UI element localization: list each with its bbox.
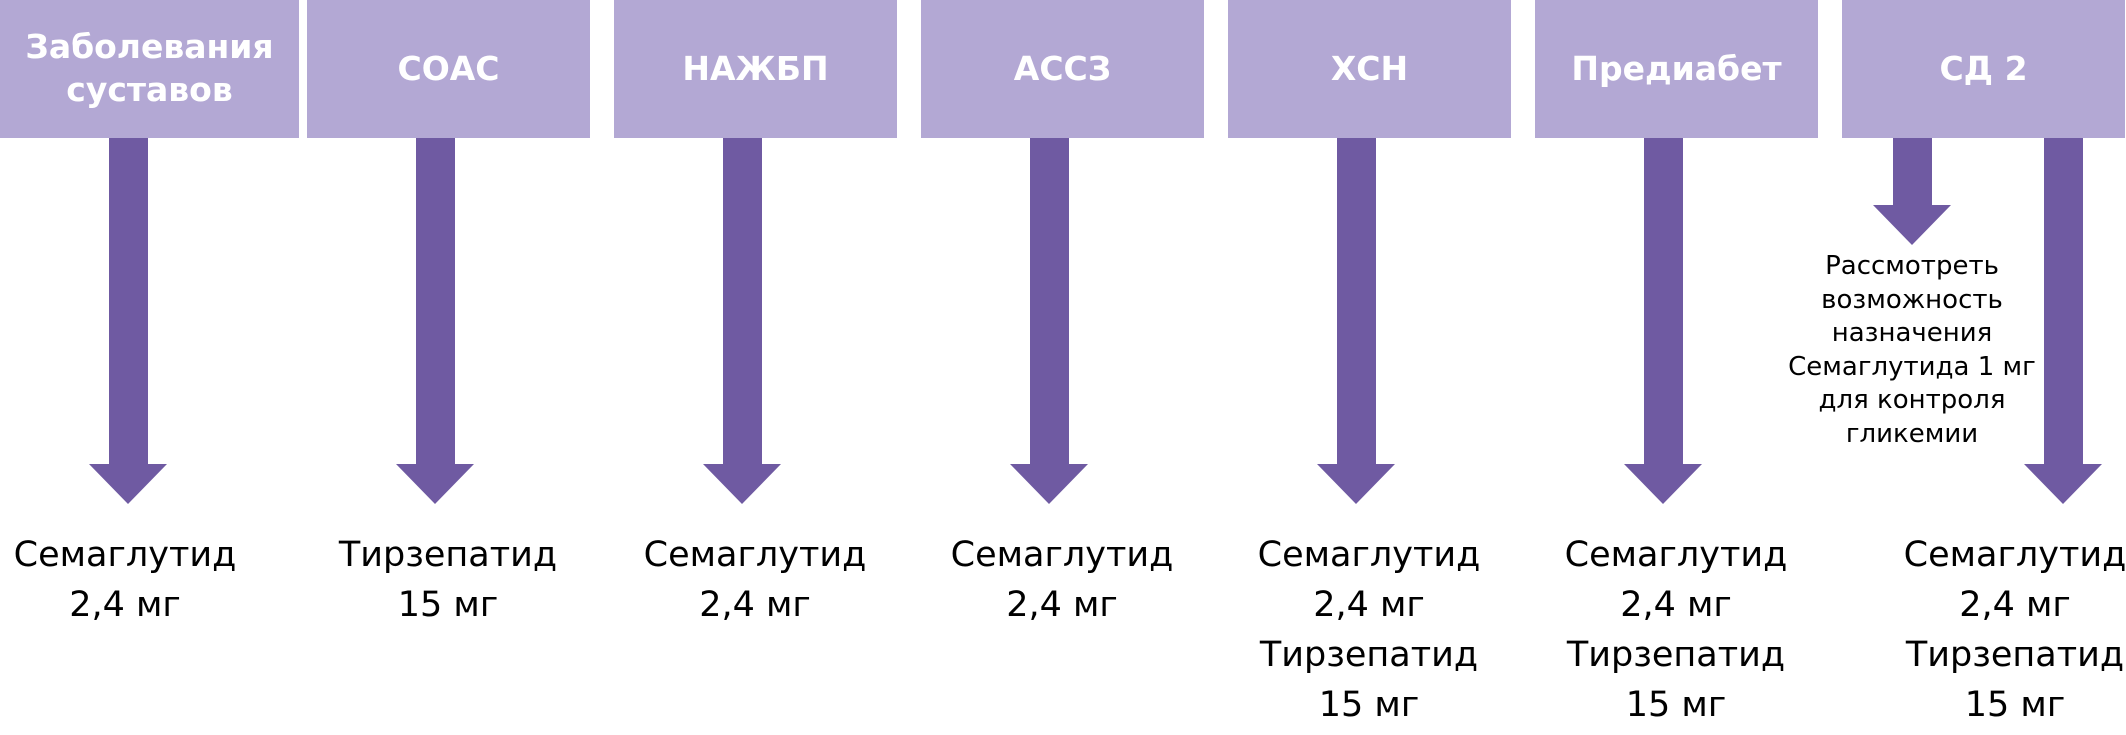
arrow-down-shaft — [415, 138, 455, 465]
note-text-line: для контроля — [1818, 385, 2006, 415]
result-text-line: Семаглутид — [1257, 535, 1481, 575]
note-text-line: назначения — [1831, 318, 1993, 348]
result-text-line: 2,4 мг — [1620, 585, 1732, 625]
short-arrow-head — [1873, 205, 1951, 245]
result-text-line: Семаглутид — [950, 535, 1174, 575]
result-text-line: Семаглутид — [13, 535, 237, 575]
note-text-line: гликемии — [1845, 418, 1979, 449]
result-text: Семаглутид 2,4 мг — [0, 530, 275, 630]
long-arrow-head — [2024, 464, 2102, 504]
result-text-line: 2,4 мг — [1006, 585, 1118, 625]
header-box: СОАС — [307, 0, 590, 138]
arrow-down-shaft — [1336, 138, 1376, 465]
header-box: СД 2 — [1842, 0, 2125, 138]
arrow-down-shaft — [1643, 138, 1683, 465]
arrow-down-head — [1010, 464, 1088, 504]
result-text-line: 15 мг — [1625, 685, 1727, 725]
arrow-down-head — [703, 464, 781, 504]
result-text-line: Тирзепатид — [1905, 635, 2125, 675]
result-text-line: 15 мг — [1318, 685, 1420, 725]
result-text-line: 15 мг — [1964, 685, 2066, 725]
result-text-line: 2,4 мг — [1313, 585, 1425, 625]
result-text-line: Тирзепатид — [1259, 635, 1479, 675]
header-box: Заболевания суставов — [0, 0, 299, 138]
result-text: Семаглутид 2,4 мг Тирзепатид 15 мг — [1526, 530, 1826, 730]
result-text-line: 2,4 мг — [699, 585, 811, 625]
result-text: Семаглутид 2,4 мг — [912, 530, 1212, 630]
arrow-down-head — [1317, 464, 1395, 504]
result-text-line: 2,4 мг — [1959, 585, 2071, 625]
result-text-line: Семаглутид — [643, 535, 867, 575]
header-box: Предиабет — [1535, 0, 1818, 138]
arrow-down-head — [89, 464, 167, 504]
arrow-down-shaft — [108, 138, 148, 465]
result-text: Семаглутид 2,4 мг Тирзепатид 15 мг — [1219, 530, 1519, 730]
result-text-line: Тирзепатид — [1566, 635, 1786, 675]
note-text-line: Семаглутида 1 мг — [1788, 351, 2036, 382]
long-arrow-shaft — [2043, 138, 2083, 465]
header-box: АССЗ — [921, 0, 1204, 138]
result-text-line: Семаглутид — [1903, 535, 2126, 575]
result-text: Тирзепатид 15 мг — [298, 530, 598, 630]
result-text: Семаглутид 2,4 мг — [605, 530, 905, 630]
result-text-line: 2,4 мг — [69, 585, 181, 625]
arrow-down-shaft — [722, 138, 762, 465]
result-text-line: Тирзепатид — [338, 535, 558, 575]
arrow-down-head — [1624, 464, 1702, 504]
arrow-down-shaft — [1029, 138, 1069, 465]
arrow-down-head — [396, 464, 474, 504]
result-text-line: Семаглутид — [1564, 535, 1788, 575]
short-arrow-shaft — [1892, 138, 1932, 206]
note-text-line: Рассмотреть — [1825, 251, 1999, 281]
note-text-line: возможность — [1821, 284, 2003, 315]
header-box: ХСН — [1228, 0, 1511, 138]
header-box: НАЖБП — [614, 0, 897, 138]
result-text-line: 15 мг — [397, 585, 499, 625]
result-text: Семаглутид 2,4 мг Тирзепатид 15 мг — [1865, 530, 2126, 730]
